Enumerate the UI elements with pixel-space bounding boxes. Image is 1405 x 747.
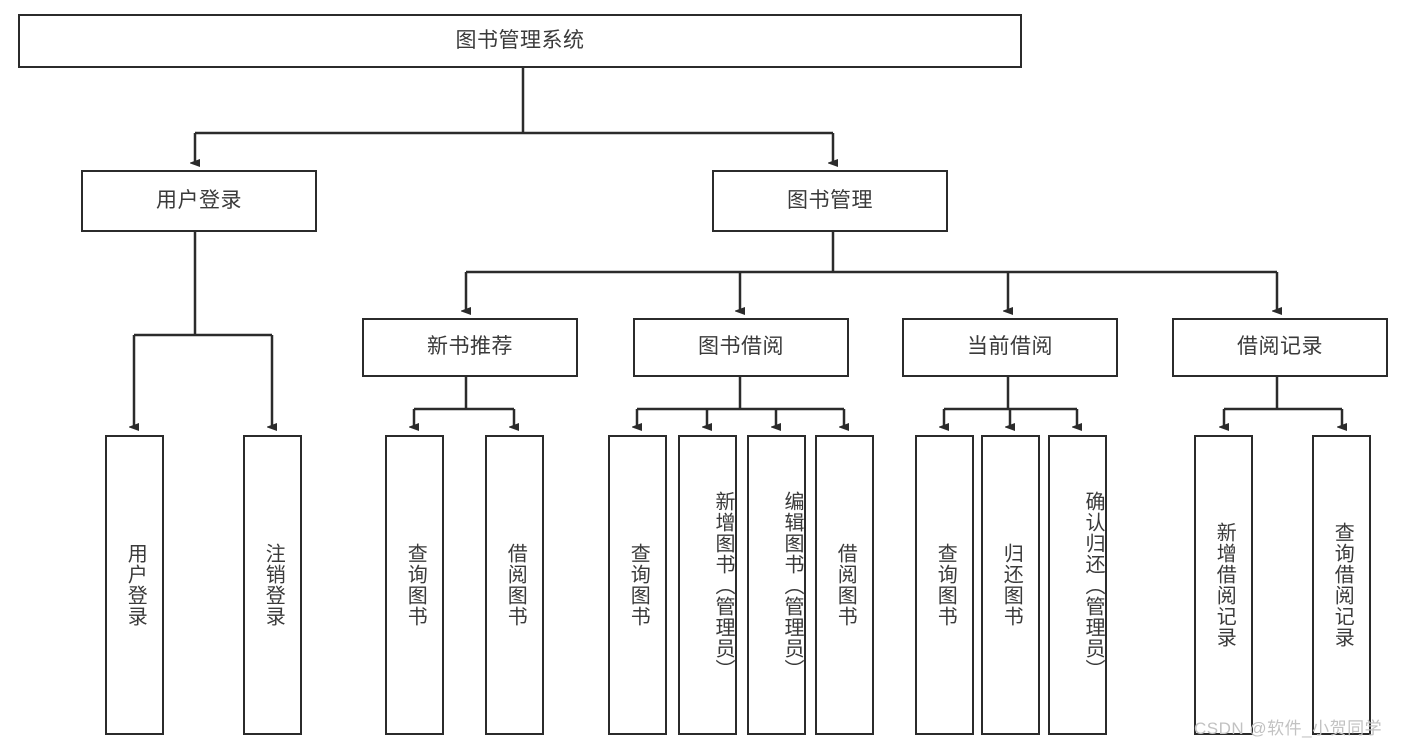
node-borrow-record[interactable]: 借阅记录 [1172,318,1388,377]
node-leaf-confirm-return-admin[interactable]: 确认归还（管理员） [1048,435,1107,735]
node-leaf-user-login[interactable]: 用户登录 [105,435,164,735]
node-label: 确认归还（管理员） [1082,490,1104,680]
node-label: 图书管理 [787,188,873,212]
node-current-borrow[interactable]: 当前借阅 [902,318,1118,377]
node-book-borrow[interactable]: 图书借阅 [633,318,849,377]
node-leaf-borrow-book[interactable]: 借阅图书 [815,435,874,735]
node-leaf-add-borrow-record[interactable]: 新增借阅记录 [1194,435,1253,735]
node-label: 新书推荐 [427,335,513,359]
node-label: 查询图书 [404,543,427,627]
node-label: 借阅图书 [834,543,857,627]
node-label: 注销登录 [262,543,285,627]
node-leaf-edit-book-admin[interactable]: 编辑图书（管理员） [747,435,806,735]
csdn-watermark: CSDN @软件_小贺同学 [1194,719,1383,738]
node-new-book-recommend[interactable]: 新书推荐 [362,318,578,377]
node-leaf-query-book-recommend[interactable]: 查询图书 [385,435,444,735]
node-label: 查询图书 [934,543,957,627]
node-book-management[interactable]: 图书管理 [712,170,948,232]
node-leaf-query-book-borrow[interactable]: 查询图书 [608,435,667,735]
node-label: 当前借阅 [967,335,1053,359]
node-label: 查询图书 [627,543,650,627]
node-label: 用户登录 [156,188,242,212]
node-label: 用户登录 [124,543,147,627]
node-label: 图书借阅 [698,335,784,359]
node-leaf-borrow-book-recommend[interactable]: 借阅图书 [485,435,544,735]
node-leaf-logout-login[interactable]: 注销登录 [243,435,302,735]
node-label: 新增图书（管理员） [712,490,734,680]
node-label: 借阅记录 [1237,335,1323,359]
node-label: 图书管理系统 [455,28,585,52]
node-leaf-return-book[interactable]: 归还图书 [981,435,1040,735]
node-label: 编辑图书（管理员） [781,490,803,680]
node-root-book-management-system[interactable]: 图书管理系统 [18,14,1022,68]
node-leaf-query-borrow-record[interactable]: 查询借阅记录 [1312,435,1371,735]
node-user-login[interactable]: 用户登录 [81,170,317,232]
node-label: 新增借阅记录 [1213,522,1236,648]
node-label: 查询借阅记录 [1331,522,1354,648]
node-label: 归还图书 [1000,543,1023,627]
node-leaf-query-book-current[interactable]: 查询图书 [915,435,974,735]
node-leaf-add-book-admin[interactable]: 新增图书（管理员） [678,435,737,735]
node-label: 借阅图书 [504,543,527,627]
